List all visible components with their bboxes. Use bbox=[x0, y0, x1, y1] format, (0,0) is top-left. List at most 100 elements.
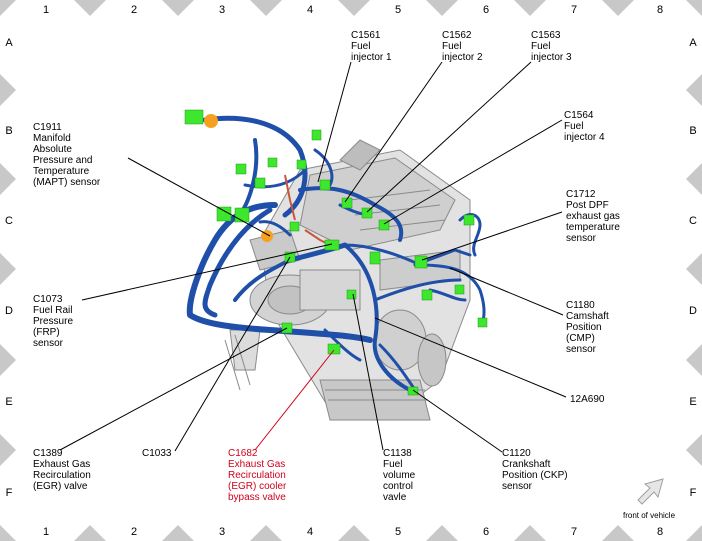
row-label: A bbox=[689, 37, 697, 49]
col-label: 4 bbox=[307, 4, 313, 16]
connector bbox=[234, 207, 250, 223]
callout-c1563: C1563 Fuel injector 3 bbox=[531, 30, 572, 63]
frame-marker bbox=[0, 344, 16, 376]
col-label: 5 bbox=[395, 526, 401, 538]
connector bbox=[341, 197, 353, 209]
frame-marker bbox=[514, 525, 546, 541]
row-label: C bbox=[689, 215, 697, 227]
row-label: F bbox=[690, 487, 697, 499]
callout-labels: C1561 Fuel injector 1 C1562 Fuel injecto… bbox=[33, 30, 623, 503]
row-label: F bbox=[6, 487, 13, 499]
connector bbox=[477, 317, 488, 328]
row-label: D bbox=[689, 305, 697, 317]
frame-marker bbox=[426, 525, 458, 541]
frame-marker bbox=[162, 0, 194, 16]
frame-marker bbox=[0, 525, 16, 541]
connector bbox=[216, 206, 232, 222]
callout-c1389: C1389 Exhaust Gas Recirculation (EGR) va… bbox=[33, 448, 94, 492]
col-label: 8 bbox=[657, 4, 663, 16]
connector bbox=[463, 214, 475, 226]
frame-marker bbox=[686, 253, 702, 285]
callout-c1682: C1682 Exhaust Gas Recirculation (EGR) co… bbox=[228, 448, 289, 503]
connector bbox=[324, 239, 340, 251]
row-label: D bbox=[5, 305, 13, 317]
connector bbox=[267, 157, 278, 168]
frame-marker bbox=[686, 344, 702, 376]
row-label: E bbox=[689, 396, 696, 408]
connector bbox=[184, 109, 204, 125]
engine-illustration bbox=[224, 139, 471, 421]
frame-marker bbox=[686, 74, 702, 106]
col-label: 6 bbox=[483, 526, 489, 538]
callout-c1564: C1564 Fuel injector 4 bbox=[564, 110, 605, 143]
col-label: 3 bbox=[219, 4, 225, 16]
callout-c1561: C1561 Fuel injector 1 bbox=[351, 30, 392, 63]
frame-marker bbox=[0, 0, 16, 16]
col-label: 6 bbox=[483, 4, 489, 16]
connector bbox=[235, 163, 247, 175]
connector bbox=[319, 179, 331, 191]
grid-row-labels-left: A B C D E F bbox=[5, 37, 13, 499]
frame-marker bbox=[686, 0, 702, 16]
connector bbox=[254, 177, 266, 189]
front-arrow-icon bbox=[637, 478, 664, 505]
callout-c1712: C1712 Post DPF exhaust gas temperature s… bbox=[566, 189, 623, 244]
grid-column-labels-top: 1 2 3 4 5 6 7 8 bbox=[43, 4, 663, 16]
callout-12a690: 12A690 bbox=[570, 394, 605, 405]
frame-marker bbox=[686, 163, 702, 195]
connectors bbox=[184, 109, 488, 396]
frame-marker bbox=[514, 0, 546, 16]
grid-row-labels-right: A B C D E F bbox=[689, 37, 697, 499]
frame-marker bbox=[0, 74, 16, 106]
connector bbox=[414, 255, 428, 269]
frame-marker bbox=[74, 525, 106, 541]
frame-marker bbox=[0, 253, 16, 285]
highlight-marker bbox=[204, 114, 218, 128]
col-label: 3 bbox=[219, 526, 225, 538]
callout-c1073: C1073 Fuel Rail Pressure (FRP) sensor bbox=[33, 294, 76, 349]
grid-column-labels-bottom: 1 2 3 4 5 6 7 8 bbox=[43, 526, 663, 538]
frame-marker bbox=[602, 525, 634, 541]
row-label: E bbox=[5, 396, 12, 408]
frame-marker bbox=[250, 525, 282, 541]
col-label: 2 bbox=[131, 4, 137, 16]
row-label: B bbox=[689, 125, 696, 137]
frame-marker bbox=[686, 434, 702, 466]
connector bbox=[311, 129, 322, 141]
connector bbox=[289, 221, 300, 232]
col-label: 1 bbox=[43, 526, 49, 538]
connector bbox=[421, 289, 433, 301]
frame-marker bbox=[162, 525, 194, 541]
connector bbox=[346, 289, 357, 300]
col-label: 7 bbox=[571, 4, 577, 16]
leader-lines bbox=[59, 61, 567, 453]
frame-marker bbox=[602, 0, 634, 16]
frame-marker bbox=[0, 434, 16, 466]
callout-c1562: C1562 Fuel injector 2 bbox=[442, 30, 483, 63]
connector bbox=[378, 219, 390, 231]
col-label: 7 bbox=[571, 526, 577, 538]
connector bbox=[369, 251, 381, 265]
front-of-vehicle-label: front of vehicle bbox=[623, 511, 676, 520]
frame-marker bbox=[338, 525, 370, 541]
callout-c1911: C1911 Manifold Absolute Pressure and Tem… bbox=[33, 122, 101, 188]
row-label: B bbox=[5, 125, 12, 137]
frame-marker bbox=[0, 163, 16, 195]
front-of-vehicle-indicator: front of vehicle bbox=[623, 478, 676, 520]
callout-c1180: C1180 Camshaft Position (CMP) sensor bbox=[566, 300, 612, 355]
col-label: 4 bbox=[307, 526, 313, 538]
frame-marker bbox=[74, 0, 106, 16]
col-label: 1 bbox=[43, 4, 49, 16]
callout-c1120: C1120 Crankshaft Position (CKP) sensor bbox=[502, 448, 570, 492]
frame-marker bbox=[426, 0, 458, 16]
row-label: C bbox=[5, 215, 13, 227]
callout-c1138: C1138 Fuel volume control vavle bbox=[383, 448, 418, 503]
col-label: 5 bbox=[395, 4, 401, 16]
connector bbox=[327, 343, 341, 355]
frame-marker bbox=[686, 525, 702, 541]
row-label: A bbox=[5, 37, 13, 49]
connector bbox=[454, 284, 465, 295]
connector bbox=[296, 159, 307, 170]
